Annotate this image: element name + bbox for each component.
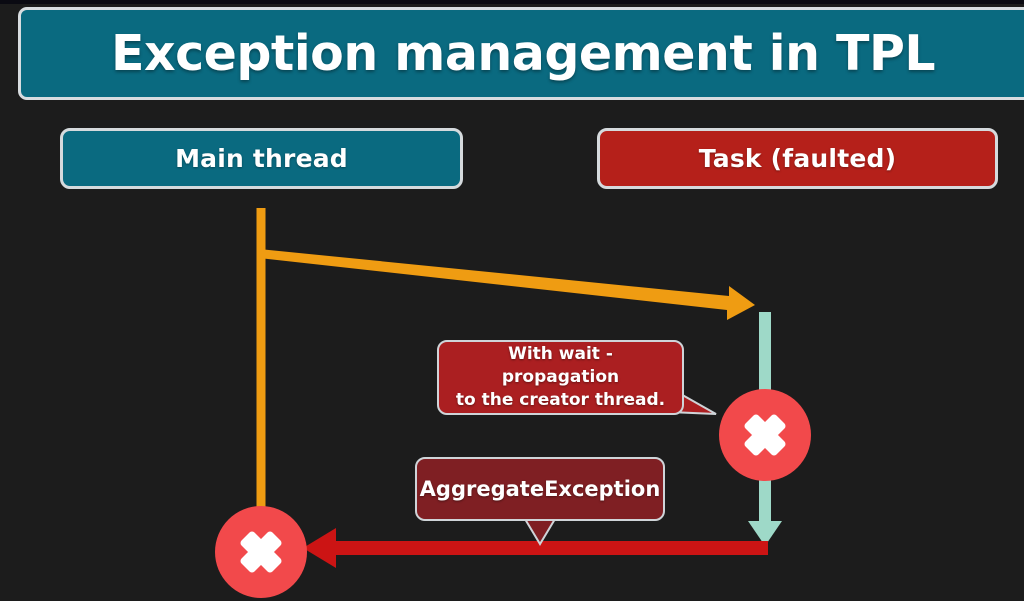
lane-label-task-faulted: Task (faulted) (698, 144, 897, 173)
marker-task-failure (719, 389, 811, 481)
cross-mark-icon (744, 414, 786, 456)
slide-title-banner: Exception management in TPL (18, 7, 1024, 100)
lane-label-main-thread: Main thread (175, 144, 348, 173)
marker-main-thread-failure (215, 506, 307, 598)
callout-with-wait-line1: With wait - propagation (501, 344, 620, 388)
lane-header-task-faulted: Task (faulted) (597, 128, 998, 189)
cross-mark-icon (240, 531, 282, 573)
main-thread-lifeline (256, 208, 266, 518)
page-title: Exception management in TPL (111, 25, 936, 82)
callout-aggregate-exception-label: AggregateException (419, 477, 661, 501)
task-lifeline-arrowhead (748, 521, 782, 546)
callout-aggregate-exception: AggregateException (415, 457, 665, 521)
start-task-arrow (259, 249, 755, 320)
exception-propagation-line (330, 541, 768, 555)
exception-propagation-arrowhead (303, 528, 336, 568)
callout-with-wait: With wait - propagation to the creator t… (437, 340, 684, 415)
lane-header-main-thread: Main thread (60, 128, 463, 189)
callout-with-wait-line2: to the creator thread. (455, 389, 666, 410)
